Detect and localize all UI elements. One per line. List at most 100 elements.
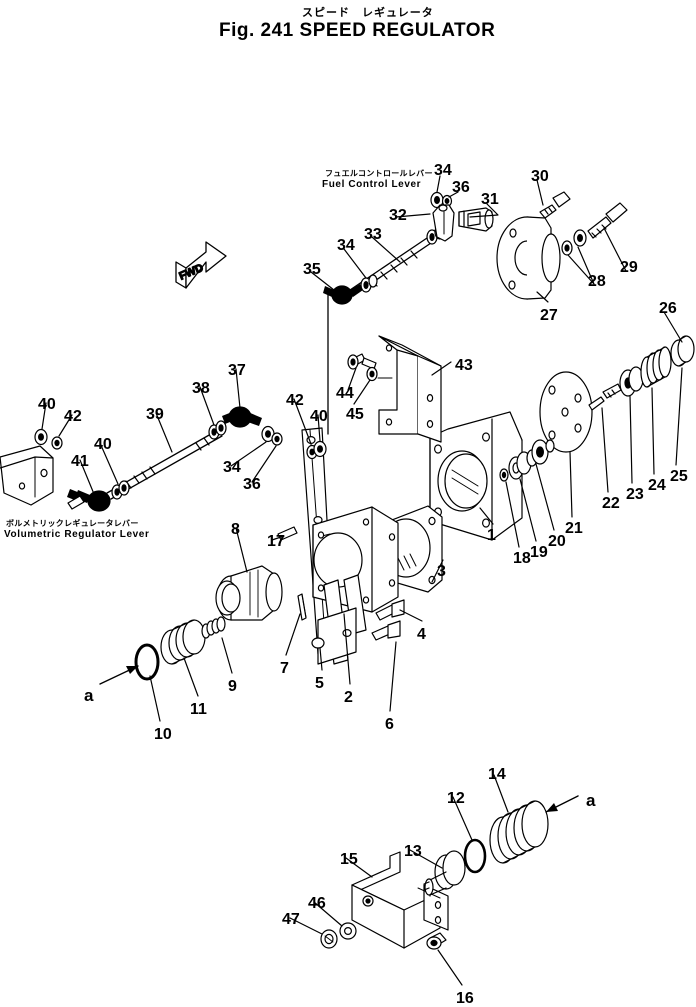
callout-number-17[interactable]: 17 (267, 533, 285, 550)
callout-number-46[interactable]: 46 (308, 895, 326, 912)
part-46-washer (339, 922, 357, 940)
callout-number-1[interactable]: 1 (487, 527, 496, 544)
volumetric-regulator-lever-label-en: Volumetric Regulator Lever (4, 529, 150, 540)
part-32-lever-arm (432, 204, 455, 242)
part-23-washer (619, 366, 644, 397)
callout-number-36[interactable]: 36 (243, 476, 261, 493)
callout-number-37[interactable]: 37 (228, 362, 246, 379)
callout-number-32[interactable]: 32 (389, 207, 407, 224)
callout-number-34[interactable]: 34 (337, 237, 355, 254)
part-7-pin (297, 593, 307, 621)
callout-number-3[interactable]: 3 (437, 563, 446, 580)
callout-number-35[interactable]: 35 (303, 261, 321, 278)
callout-number-14[interactable]: 14 (488, 766, 506, 783)
callout-number-23[interactable]: 23 (626, 486, 644, 503)
callout-number-27[interactable]: 27 (540, 307, 558, 324)
callout-number-19[interactable]: 19 (530, 544, 548, 561)
callout-number-43[interactable]: 43 (455, 357, 473, 374)
fuel-control-lever-label-en: Fuel Control Lever (322, 179, 422, 190)
leader-lines (41, 175, 683, 986)
callout-number-36[interactable]: 36 (452, 179, 470, 196)
volumetric-regulator-lever-label-jp: ボルメトリックレギュレータレバー (6, 519, 139, 528)
callout-number-12[interactable]: 12 (447, 790, 465, 807)
part-11-bushing (160, 619, 206, 665)
callout-number-34[interactable]: 34 (434, 162, 452, 179)
part-13-plug (423, 850, 466, 897)
callout-number-24[interactable]: 24 (648, 477, 666, 494)
part-30-bolt (539, 191, 571, 219)
callout-number-8[interactable]: 8 (231, 521, 240, 538)
part-22-screw (588, 383, 622, 411)
callout-number-6[interactable]: 6 (385, 716, 394, 733)
figure-title-japanese: スピード レギュレータ (302, 6, 434, 19)
ref-a-arrows (99, 665, 579, 813)
part-18-19-20-small-parts (499, 439, 555, 482)
part-15-bracket (351, 851, 449, 949)
part-29-bolt (587, 202, 628, 239)
callout-number-13[interactable]: 13 (404, 843, 422, 860)
part-16-bolt (426, 932, 447, 950)
callout-number-31[interactable]: 31 (481, 191, 499, 208)
part-34-36-nuts-left (261, 425, 283, 446)
part-34-nut-lower (360, 274, 378, 293)
callout-number-40[interactable]: 40 (94, 436, 112, 453)
callout-number-40[interactable]: 40 (38, 396, 56, 413)
fwd-arrow-icon: FWD (175, 241, 227, 289)
callout-number-33[interactable]: 33 (364, 226, 382, 243)
part-45-washer (366, 366, 378, 382)
part-9-spring (201, 616, 226, 639)
part-40-42-loose-washers (34, 428, 63, 450)
callout-number-4[interactable]: 4 (417, 626, 426, 643)
part-14-spring (489, 800, 549, 864)
callout-number-5[interactable]: 5 (315, 675, 324, 692)
part-8-body (215, 565, 283, 621)
part-5-pin (311, 637, 325, 649)
callout-number-15[interactable]: 15 (340, 851, 358, 868)
callout-number-38[interactable]: 38 (192, 380, 210, 397)
callout-number-22[interactable]: 22 (602, 495, 620, 512)
part-40-42-nuts-on-bar (306, 440, 327, 460)
part-10-oring (134, 643, 160, 681)
part-4-bolt (375, 599, 405, 621)
callout-number-26[interactable]: 26 (659, 300, 677, 317)
callout-number-21[interactable]: 21 (565, 520, 583, 537)
callout-number-25[interactable]: 25 (670, 468, 688, 485)
callout-number-28[interactable]: 28 (588, 273, 606, 290)
callout-number-34[interactable]: 34 (223, 459, 241, 476)
part-47-washer (320, 929, 338, 949)
part-28-washer (561, 229, 587, 256)
callout-number-45[interactable]: 45 (346, 406, 364, 423)
part-43-bracket (378, 335, 442, 443)
callout-number-29[interactable]: 29 (620, 259, 638, 276)
callout-number-41[interactable]: 41 (71, 453, 89, 470)
part-6-bolt (371, 620, 401, 641)
callout-number-18[interactable]: 18 (513, 550, 531, 567)
callout-number-39[interactable]: 39 (146, 406, 164, 423)
part-1-housing (429, 411, 523, 541)
callout-number-2[interactable]: 2 (344, 689, 353, 706)
left-bracket-bolt (67, 495, 85, 510)
callout-number-11[interactable]: 11 (190, 701, 207, 718)
part-41-ball-joint (67, 489, 111, 512)
part-24-spring (640, 346, 672, 388)
callout-number-42[interactable]: 42 (286, 392, 304, 409)
fuel-control-lever-label-jp: フュエルコントロールレバー (325, 169, 433, 178)
callout-number-10[interactable]: 10 (154, 726, 172, 743)
callout-number-30[interactable]: 30 (531, 168, 549, 185)
callout-number-9[interactable]: 9 (228, 678, 237, 695)
callout-number-44[interactable]: 44 (336, 385, 354, 402)
figure-title: Fig. 241 SPEED REGULATOR (219, 20, 496, 41)
callout-number-40[interactable]: 40 (310, 408, 328, 425)
part-38-nuts (208, 420, 227, 440)
part-31-coupling (458, 207, 494, 232)
callout-number-42[interactable]: 42 (64, 408, 82, 425)
callout-number-47[interactable]: 47 (282, 911, 300, 928)
part-40-nuts-left (111, 480, 130, 500)
callout-number-7[interactable]: 7 (280, 660, 289, 677)
callout-number-16[interactable]: 16 (456, 990, 474, 1007)
part-2-bracket (312, 506, 399, 665)
reference-mark-a-right: a (586, 791, 596, 810)
reference-mark-a-left: a (84, 686, 94, 705)
callout-number-20[interactable]: 20 (548, 533, 566, 550)
